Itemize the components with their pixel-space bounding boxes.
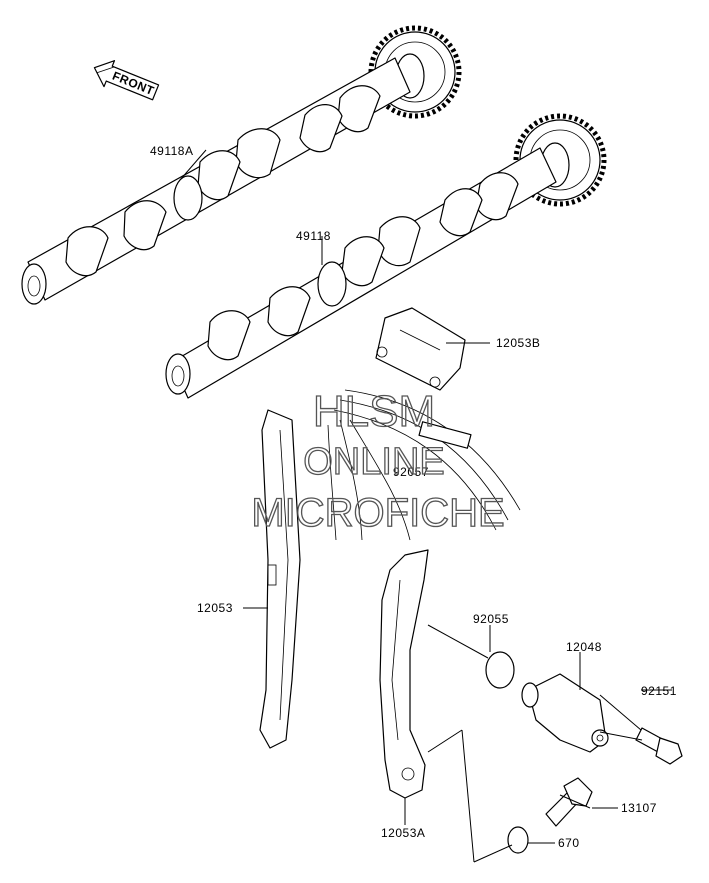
part-label: 92057 xyxy=(393,465,429,479)
watermark-line-3: MICROFICHE xyxy=(251,491,504,535)
part-label: 12053 xyxy=(197,601,233,615)
part-labels: 49118A 49118 12053B 92057 12053 92055 12… xyxy=(150,144,677,850)
part-label: 49118 xyxy=(296,229,331,243)
camshaft-lower xyxy=(165,113,607,399)
part-label: 12053A xyxy=(381,826,425,840)
part-label: 13107 xyxy=(621,801,657,815)
o-ring-92055 xyxy=(485,651,515,689)
part-label: 12053B xyxy=(496,336,540,350)
plug-13107 xyxy=(545,777,593,827)
front-arrow-icon: FRONT xyxy=(93,60,160,101)
part-label: 12048 xyxy=(566,640,602,654)
part-label: 49118A xyxy=(150,144,193,158)
part-label: 670 xyxy=(558,836,580,850)
bolt-92151 xyxy=(635,727,683,765)
watermark-line-2: ONLINE xyxy=(303,441,444,483)
part-label: 92151 xyxy=(641,684,677,698)
chain-guide-top xyxy=(375,307,466,391)
o-ring-670 xyxy=(507,826,529,854)
chain-guide-left xyxy=(259,409,301,749)
part-label: 92055 xyxy=(473,612,509,626)
watermark: HLSM ONLINE MICROFICHE xyxy=(251,386,506,535)
chain-guide-right xyxy=(379,549,429,799)
watermark-line-1: HLSM xyxy=(313,387,435,436)
camshaft-upper xyxy=(21,25,462,305)
cam-chain xyxy=(327,389,521,541)
tensioner xyxy=(521,673,609,753)
front-arrow-label: FRONT xyxy=(110,69,156,98)
leader-lines xyxy=(179,149,672,863)
